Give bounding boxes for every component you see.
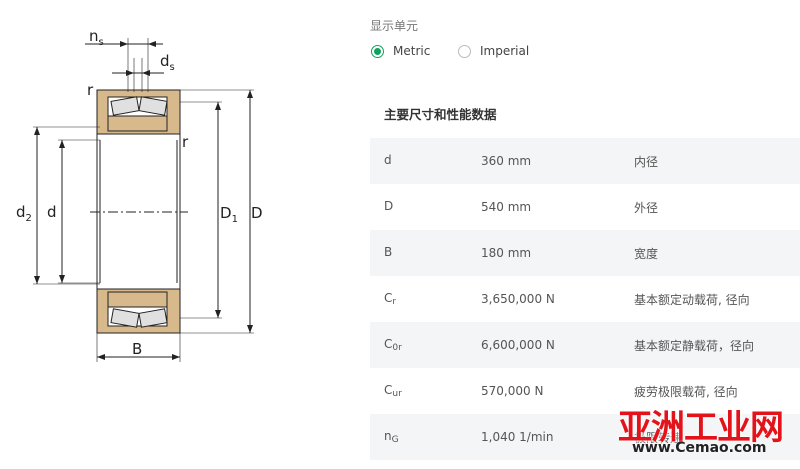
description-cell: 疲劳极限载荷, 径向 <box>634 384 738 399</box>
value-cell: 540 mm <box>481 200 532 214</box>
table-row: nG 1,040 1/min 极限转速 <box>370 414 800 460</box>
D1-label: D1 <box>220 204 238 225</box>
section-title: 主要尺寸和性能数据 <box>384 107 497 122</box>
table-row: Cr 3,650,000 N 基本额定动载荷, 径向 <box>370 276 800 322</box>
upper-roller-right <box>138 96 168 116</box>
symbol-cell: D <box>384 199 394 213</box>
value-cell: 360 mm <box>481 154 532 168</box>
upper-roller-left <box>110 96 140 116</box>
value-cell: 3,650,000 N <box>481 292 555 306</box>
lower-roller-left <box>110 308 140 328</box>
radio-metric-label: Metric <box>393 44 431 58</box>
radio-metric[interactable]: Metric <box>371 44 430 58</box>
radio-unchecked-icon <box>458 44 471 58</box>
table-row: B 180 mm 宽度 <box>370 230 800 276</box>
radio-imperial-label: Imperial <box>480 44 530 58</box>
symbol-cell: Cur <box>384 383 402 399</box>
r-label-side: r <box>182 133 189 151</box>
D-label: D <box>251 204 263 222</box>
d-label: d <box>47 203 57 221</box>
symbol-cell: B <box>384 245 393 259</box>
description-cell: 基本额定静载荷，径向 <box>634 338 755 353</box>
table-row: d 360 mm 内径 <box>370 138 800 184</box>
description-cell: 宽度 <box>634 246 659 261</box>
radio-imperial[interactable]: Imperial <box>458 44 529 58</box>
value-cell: 6,600,000 N <box>481 338 555 352</box>
description-cell: 外径 <box>634 200 659 215</box>
description-cell: 基本额定动载荷, 径向 <box>634 292 750 307</box>
symbol-cell: d <box>384 153 392 167</box>
radio-checked-icon <box>371 44 384 58</box>
symbol-cell: Cr <box>384 291 397 307</box>
value-cell: 180 mm <box>481 246 532 260</box>
lower-roller-right <box>138 308 168 328</box>
r-label-top: r <box>87 81 94 99</box>
d2-label: d2 <box>16 203 32 224</box>
table-row: Cur 570,000 N 疲劳极限载荷, 径向 <box>370 368 800 414</box>
value-cell: 1,040 1/min <box>481 430 554 444</box>
bearing-drawing: ns ds r r d2 d D1 D B <box>0 0 360 465</box>
symbol-cell: C0r <box>384 337 402 353</box>
unit-title: 显示单元 <box>370 19 419 33</box>
data-panel: 显示单元 Metric Imperial 主要尺寸和性能数据 d 360 mm … <box>370 0 800 465</box>
table-row: C0r 6,600,000 N 基本额定静载荷，径向 <box>370 322 800 368</box>
description-cell: 内径 <box>634 154 659 169</box>
ds-label: ds <box>160 52 175 73</box>
value-cell: 570,000 N <box>481 384 544 398</box>
bearing-cross-section-svg: ns ds r r d2 d D1 D B <box>16 27 263 362</box>
table-row: D 540 mm 外径 <box>370 184 800 230</box>
description-cell: 极限转速 <box>634 430 683 445</box>
upper-inner-ring <box>107 115 168 132</box>
ns-label: ns <box>89 27 104 48</box>
specs-table: d 360 mm 内径 D 540 mm 外径 B 180 mm 宽度 Cr 3… <box>370 138 800 460</box>
lower-inner-ring <box>107 291 168 308</box>
B-label: B <box>132 340 142 358</box>
symbol-cell: nG <box>384 429 399 445</box>
